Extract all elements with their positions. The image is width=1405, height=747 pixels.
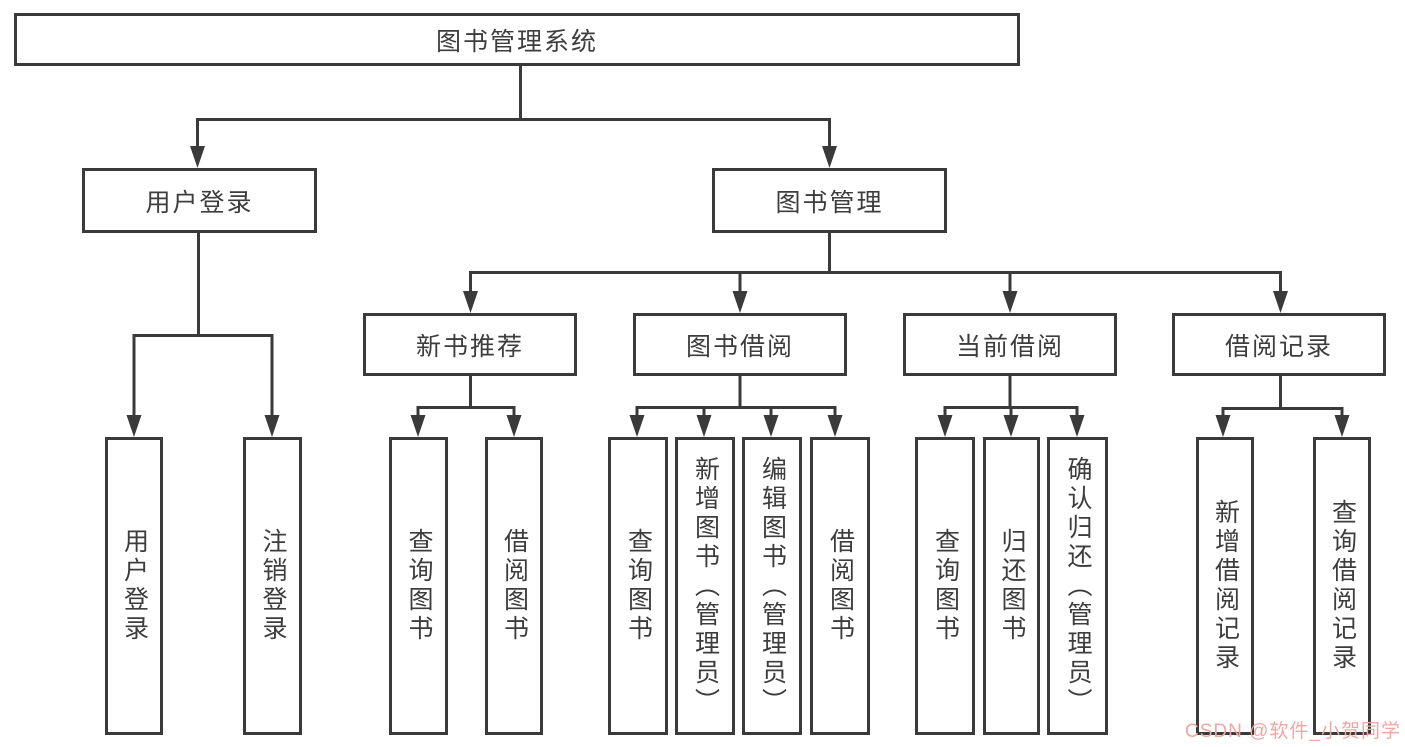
node-label: 用户登录 <box>145 188 254 217</box>
node-library-management-system: 图书管理系统 <box>14 13 1020 66</box>
leaf-label: 确认归还（管理员） <box>1064 455 1092 717</box>
leaf-edit-books-admin: 编辑图书（管理员） <box>742 437 802 735</box>
node-user-login: 用户登录 <box>82 168 317 233</box>
leaf-query-books: 查询图书 <box>608 437 668 735</box>
node-label: 图书管理系统 <box>435 27 598 56</box>
leaf-label: 查询图书 <box>624 528 653 644</box>
node-label: 图书管理 <box>775 188 884 217</box>
leaf-logout: 注销登录 <box>243 437 302 735</box>
connector-records-to-leaves <box>1221 376 1344 418</box>
node-book-management: 图书管理 <box>712 168 947 233</box>
node-label: 图书借阅 <box>685 332 794 361</box>
leaf-user-login: 用户登录 <box>105 437 163 735</box>
leaf-query-books: 查询图书 <box>915 437 975 735</box>
leaf-label: 编辑图书（管理员） <box>758 455 787 717</box>
node-label: 借阅记录 <box>1224 332 1333 361</box>
node-borrow-records: 借阅记录 <box>1172 313 1386 376</box>
connector-root-to-level2 <box>196 66 831 150</box>
leaf-label: 借阅图书 <box>826 528 855 644</box>
leaf-confirm-return-admin: 确认归还（管理员） <box>1047 437 1108 735</box>
node-label: 当前借阅 <box>955 332 1064 361</box>
leaf-query-borrow-record: 查询借阅记录 <box>1313 437 1371 735</box>
leaf-label: 新增借阅记录 <box>1211 499 1240 673</box>
node-new-book-recommend: 新书推荐 <box>363 313 577 376</box>
arrowheads <box>126 146 1350 437</box>
leaf-add-borrow-record: 新增借阅记录 <box>1196 437 1254 735</box>
connector-current-to-leaves <box>943 376 1079 418</box>
connector-userlogin-to-leaves <box>132 233 274 418</box>
leaf-label: 归还图书 <box>998 528 1026 644</box>
node-label: 新书推荐 <box>415 332 524 361</box>
leaf-label: 注销登录 <box>259 528 287 644</box>
connector-borrow-to-leaves <box>635 376 837 418</box>
node-book-borrow: 图书借阅 <box>633 313 847 376</box>
csdn-watermark: CSDN @软件_小贺同学 <box>1185 721 1401 742</box>
connector-mgmt-to-level3 <box>469 233 1282 295</box>
leaf-return-books: 归还图书 <box>983 437 1040 735</box>
leaf-label: 查询图书 <box>405 528 433 644</box>
connector-recommend-to-leaves <box>416 376 516 418</box>
leaf-label: 借阅图书 <box>500 528 529 644</box>
leaf-label: 新增图书（管理员） <box>691 455 720 717</box>
leaf-label: 查询图书 <box>931 528 960 644</box>
leaf-borrow-books: 借阅图书 <box>485 437 543 735</box>
leaf-label: 用户登录 <box>120 528 149 644</box>
leaf-query-books: 查询图书 <box>389 437 448 735</box>
leaf-add-books-admin: 新增图书（管理员） <box>675 437 735 735</box>
node-current-borrow: 当前借阅 <box>903 313 1117 376</box>
leaf-label: 查询借阅记录 <box>1328 499 1357 673</box>
leaf-borrow-books: 借阅图书 <box>810 437 870 735</box>
